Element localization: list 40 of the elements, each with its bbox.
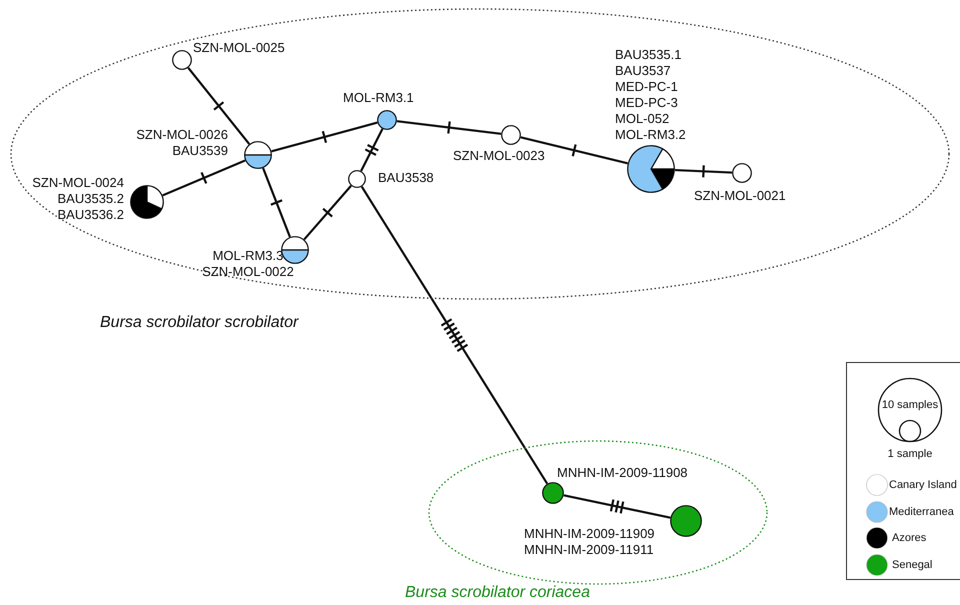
sample-label: SZN-MOL-0023 <box>453 148 545 164</box>
network-edge <box>562 494 672 519</box>
network-edge <box>270 122 378 152</box>
sample-label: BAU3535.1 BAU3537 MED-PC-1 MED-PC-3 MOL-052 MOL-RM3.2 <box>615 47 686 143</box>
sample-label: MOL-RM3.3 SZN-MOL-0022 <box>202 248 294 280</box>
legend-label: Mediterranea <box>889 504 954 518</box>
haplotype-circle <box>172 50 192 70</box>
legend-label: Azores <box>892 531 926 545</box>
haplotype-circle <box>377 110 397 130</box>
network-edge <box>162 159 246 196</box>
haplotype-circle <box>244 141 272 169</box>
network-edge <box>396 120 502 135</box>
haplotype-circle <box>501 125 521 145</box>
sample-label: SZN-MOL-0021 <box>694 188 786 204</box>
size-label: 1 sample <box>888 447 932 461</box>
sample-label: SZN-MOL-0025 <box>193 40 285 56</box>
legend-label: Canary Island <box>889 478 957 492</box>
haplotype-circle <box>732 163 752 183</box>
sample-label: MOL-RM3.1 <box>343 90 414 106</box>
haplotype-circle <box>670 505 702 537</box>
sample-label: MNHN-IM-2009-11909 MNHN-IM-2009-11911 <box>524 526 655 558</box>
legend-label: Senegal <box>892 558 932 572</box>
sample-label: MNHN-IM-2009-11908 <box>557 465 688 481</box>
network-edge <box>520 136 629 164</box>
network-edge <box>303 184 352 241</box>
network-edge <box>360 186 548 485</box>
haplotype-circle <box>542 482 564 504</box>
network-edge <box>360 128 384 172</box>
network-edge <box>674 164 734 178</box>
haplotype-circle <box>348 170 366 188</box>
haplotype-circle <box>281 236 309 264</box>
sample-label: BAU3538 <box>378 170 434 186</box>
sample-label: SZN-MOL-0026 BAU3539 <box>136 127 228 159</box>
network-edge <box>262 166 292 238</box>
size-label: 10 samples <box>882 398 938 412</box>
species-label: Bursa scrobilator coriacea <box>405 584 590 602</box>
haplotype-circle <box>627 145 675 193</box>
network-edge <box>187 66 250 146</box>
sample-label: SZN-MOL-0024 BAU3535.2 BAU3536.2 <box>32 175 124 223</box>
species-label: Bursa scrobilator scrobilator <box>100 314 298 332</box>
